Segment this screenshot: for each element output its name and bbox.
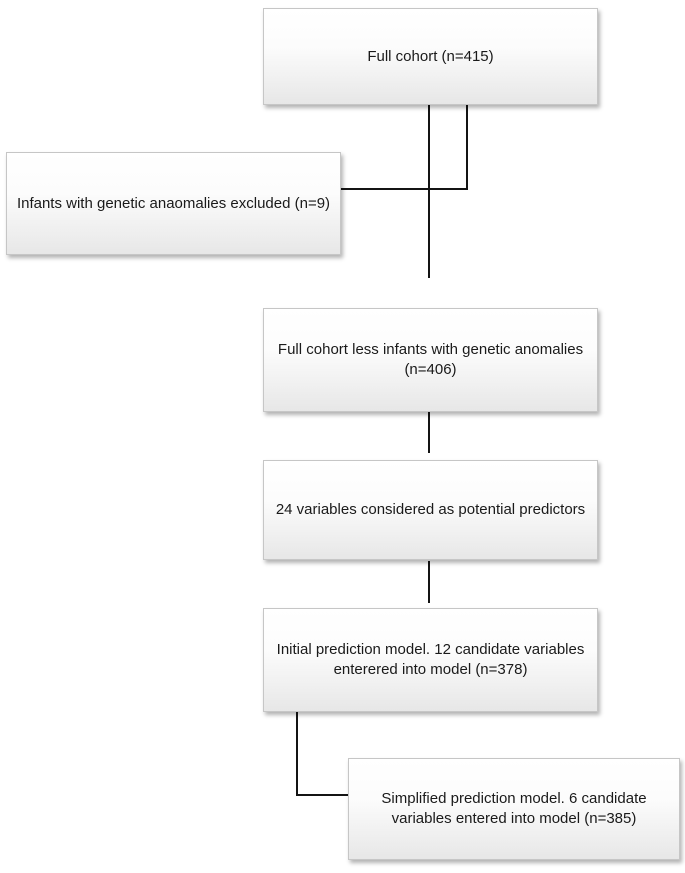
- connector-initial-down: [296, 711, 298, 796]
- flow-box-text: Infants with genetic anaomalies excluded…: [16, 194, 331, 212]
- connector-full-cohort-down: [428, 104, 430, 278]
- connector-cohort-to-predictors: [428, 411, 430, 453]
- flow-box-text: (n=406): [404, 361, 457, 378]
- flow-box-full-cohort: Full cohort (n=415): [263, 8, 598, 105]
- flow-box-simplified-prediction-model: Simplified prediction model. 6 candidate…: [348, 758, 680, 860]
- connector-exclusion-horizontal: [341, 188, 468, 190]
- flow-box-text: enterered into model (n=378): [333, 661, 528, 678]
- connector-predictors-to-initial: [428, 561, 430, 603]
- flow-box-text: Initial prediction model. 12 candidate v…: [276, 641, 585, 658]
- flow-box-text: variables entered into model (n=385): [391, 810, 637, 827]
- flow-box-text: Full cohort (n=415): [367, 47, 494, 65]
- flow-box-cohort-less-exclusions: Full cohort less infants with genetic an…: [263, 308, 598, 412]
- connector-simplified-horizontal: [296, 794, 348, 796]
- flow-box-initial-prediction-model: Initial prediction model. 12 candidate v…: [263, 608, 598, 712]
- flow-box-text: Full cohort less infants with genetic an…: [277, 341, 584, 358]
- flow-box-text: Simplified prediction model. 6 candidate: [381, 790, 647, 807]
- flow-box-text: 24 variables considered as potential pre…: [275, 501, 586, 518]
- flow-box-potential-predictors: 24 variables considered as potential pre…: [263, 460, 598, 560]
- flow-box-genetic-anomalies-excluded: Infants with genetic anaomalies excluded…: [6, 152, 341, 255]
- connector-exclusion-branch-down: [466, 104, 468, 190]
